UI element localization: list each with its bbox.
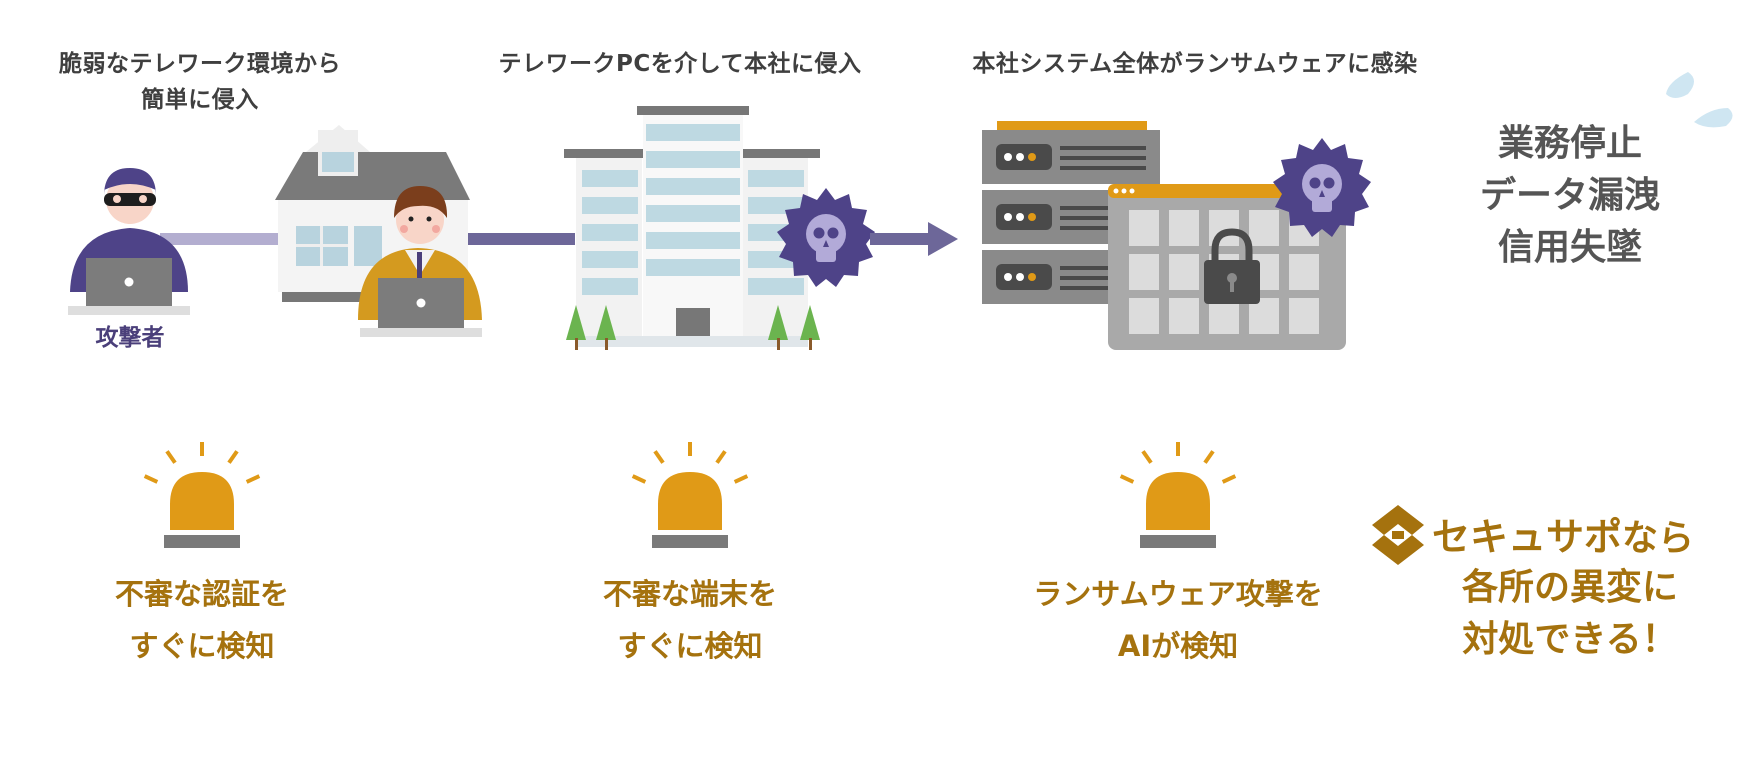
skull-badge-icon [777, 188, 875, 287]
locked-files-window-icon [1108, 184, 1346, 350]
brand-line: セキュサポなら [1432, 509, 1732, 563]
brand-suffix: なら [1622, 518, 1695, 559]
detection-device-line2: すぐに検知 [617, 629, 763, 663]
skull-badge-icon [1273, 138, 1371, 237]
detection-device-line1: 不審な端末を [602, 577, 777, 611]
detection-auth: 不審な認証を すぐに検知 [62, 568, 342, 672]
outcome-trust-loss: 信用失墜 [1497, 227, 1642, 268]
promo-text: 各所の異変に 対処できる！ [1440, 562, 1700, 666]
office-building-icon [564, 106, 820, 347]
caption-step1: 脆弱なテレワーク環境から 簡単に侵入 [20, 46, 380, 118]
caption-step2: テレワークPCを介して本社に侵入 [498, 51, 862, 77]
hacker-icon [68, 168, 190, 315]
link-house-to-office [440, 233, 575, 245]
detection-auth-line2: すぐに検知 [129, 629, 275, 663]
sweat-drop-icon [1666, 72, 1733, 128]
caption-step3: 本社システム全体がランサムウェアに感染 [972, 51, 1418, 77]
caption-step1-line1: 脆弱なテレワーク環境から [59, 51, 341, 77]
caption-step1-line2: 簡単に侵入 [141, 87, 259, 113]
link-attacker-to-house [160, 233, 300, 245]
alert-light-icon [1119, 442, 1237, 548]
alert-light-icon [143, 442, 261, 548]
promo-line2: 対処できる！ [1462, 619, 1678, 660]
detection-ransomware-line2: AIが検知 [1117, 629, 1239, 663]
outcome-list: 業務停止 データ漏洩 信用失墜 [1450, 118, 1690, 274]
detection-ransomware-line1: ランサムウェア攻撃を [1033, 577, 1323, 611]
outcome-business-stop: 業務停止 [1497, 123, 1642, 164]
attacker-label: 攻撃者 [95, 325, 165, 351]
arrow-right-icon [870, 222, 958, 256]
tree-icon [566, 305, 820, 350]
outcome-data-leak: データ漏洩 [1479, 175, 1660, 216]
detection-ransomware: ランサムウェア攻撃を AIが検知 [1018, 568, 1338, 672]
worker-icon [358, 186, 482, 337]
brand-logo-icon [1372, 505, 1424, 565]
promo-line1: 各所の異変に [1461, 567, 1678, 608]
alert-light-icon [631, 442, 749, 548]
detection-auth-line1: 不審な認証を [114, 577, 289, 611]
detection-device: 不審な端末を すぐに検知 [550, 568, 830, 672]
brand-name: セキュサポ [1432, 515, 1623, 559]
